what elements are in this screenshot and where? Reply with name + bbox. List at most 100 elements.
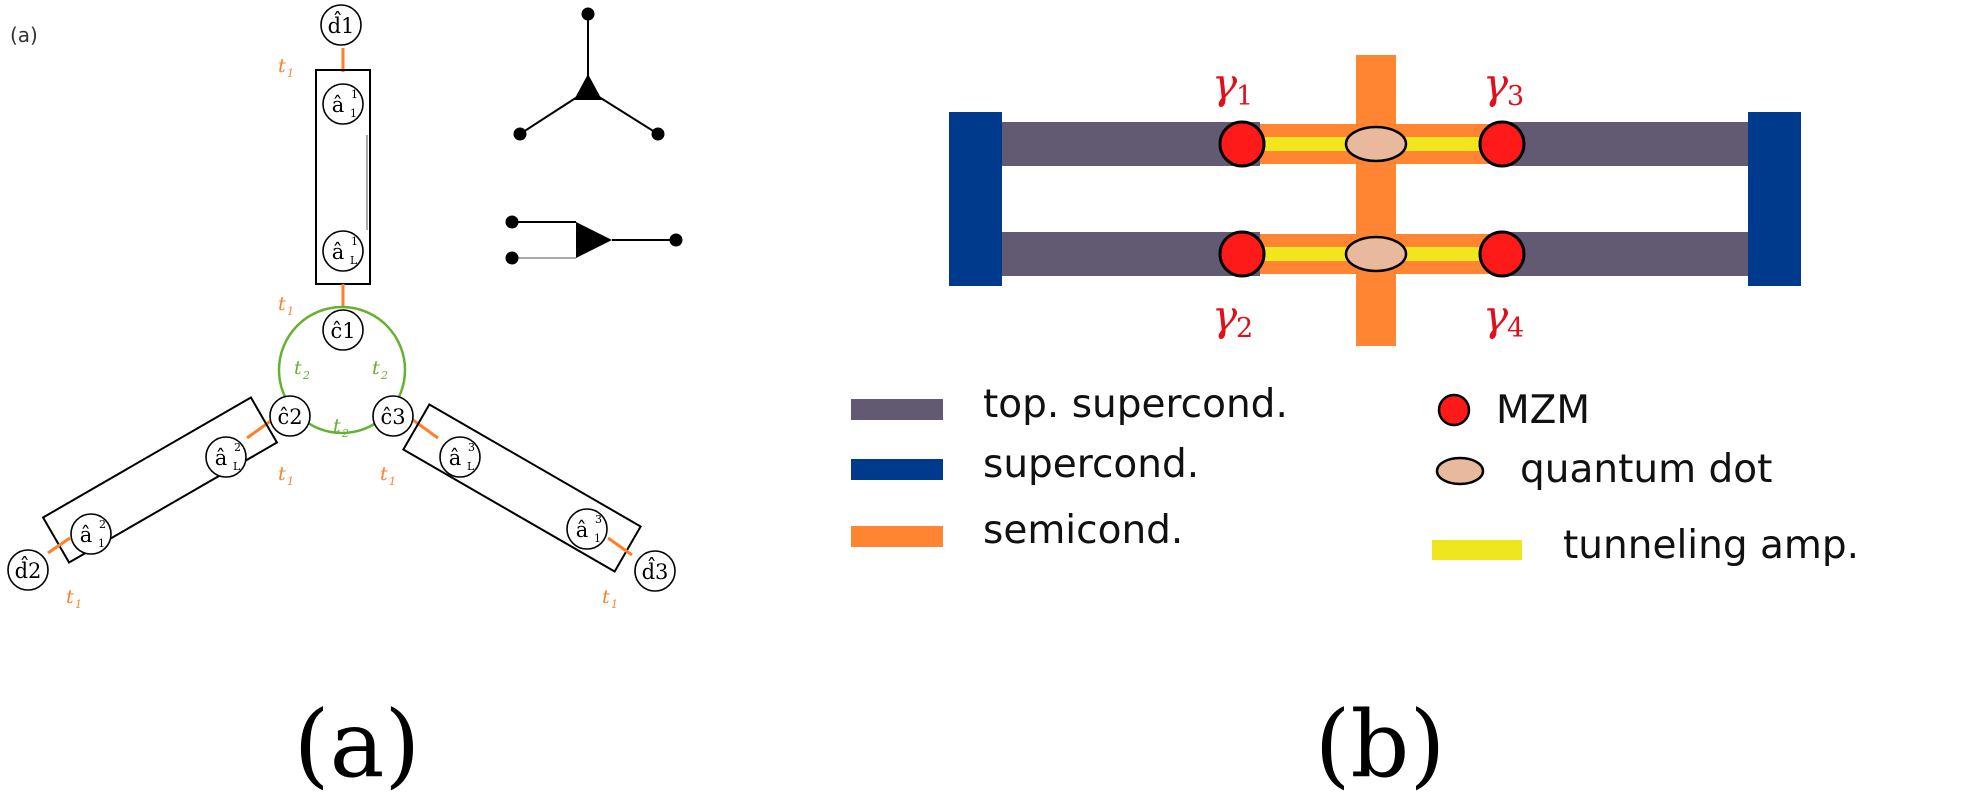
svg-text:1: 1	[75, 598, 82, 611]
top-supercond-wire-1-left	[1000, 122, 1260, 166]
svg-text:L: L	[233, 460, 241, 473]
svg-text:2: 2	[234, 441, 241, 454]
top-supercond-wire-1-right	[1500, 122, 1752, 166]
svg-text:2: 2	[99, 518, 106, 531]
svg-text:t: t	[278, 293, 286, 315]
node-c1: ĉ1	[322, 309, 364, 351]
svg-text:MZM: MZM	[1496, 388, 1590, 433]
svg-text:1: 1	[611, 598, 618, 611]
svg-text:d̂2: d̂2	[15, 556, 42, 583]
svg-text:â: â	[332, 93, 345, 117]
svg-text:3: 3	[1507, 81, 1524, 112]
node-c3: ĉ3	[372, 395, 414, 437]
mzm-gamma1	[1218, 120, 1266, 168]
node-a1-left: â 2 1	[70, 513, 112, 555]
node-aL-top: â 1 L	[322, 230, 364, 272]
node-d3: d̂3	[634, 550, 676, 592]
mzm-gamma4	[1478, 230, 1526, 278]
svg-text:ĉ3: ĉ3	[380, 405, 405, 429]
svg-text:γ: γ	[1212, 59, 1238, 108]
svg-text:1: 1	[351, 88, 358, 101]
svg-text:semicond.: semicond.	[983, 508, 1183, 553]
svg-text:L: L	[350, 254, 358, 267]
caption-a: (a)	[294, 691, 421, 794]
legend-item-mzm: MZM	[1437, 388, 1590, 433]
svg-text:d̂1: d̂1	[328, 11, 355, 38]
svg-text:1: 1	[287, 475, 294, 488]
svg-text:tunneling amp.: tunneling amp.	[1563, 523, 1859, 568]
label-gamma4: γ4	[1483, 291, 1524, 344]
svg-text:2: 2	[1236, 313, 1253, 344]
legend: top. supercond. supercond. semicond. MZM…	[851, 382, 1859, 568]
node-c2: ĉ2	[269, 395, 311, 437]
quantum-dot-2	[1344, 235, 1408, 273]
svg-text:d̂3: d̂3	[642, 557, 669, 584]
svg-text:1: 1	[594, 532, 601, 545]
svg-text:supercond.: supercond.	[983, 442, 1199, 487]
legend-item-quantum-dot: quantum dot	[1435, 447, 1772, 492]
svg-text:â: â	[80, 523, 93, 547]
svg-text:γ: γ	[1483, 291, 1509, 340]
svg-text:γ: γ	[1483, 59, 1509, 108]
chain-box-left	[41, 396, 279, 564]
svg-text:â: â	[576, 518, 589, 542]
svg-text:3: 3	[468, 441, 475, 454]
svg-text:2: 2	[380, 369, 388, 382]
quantum-dot-1	[1344, 125, 1408, 163]
svg-text:1: 1	[287, 67, 294, 80]
node-a1-top: â 1 1	[322, 83, 364, 125]
svg-text:t: t	[372, 357, 380, 379]
svg-text:t: t	[380, 463, 388, 485]
svg-text:t: t	[294, 357, 302, 379]
label-gamma1: γ1	[1212, 59, 1253, 112]
mzm-gamma2	[1218, 230, 1266, 278]
top-supercond-wire-2-left	[1000, 232, 1260, 276]
svg-text:top. supercond.: top. supercond.	[983, 382, 1288, 427]
svg-text:t: t	[278, 463, 286, 485]
mzm-gamma3	[1478, 120, 1526, 168]
svg-text:1: 1	[389, 475, 396, 488]
svg-text:â: â	[215, 446, 228, 470]
svg-text:γ: γ	[1212, 291, 1238, 340]
svg-text:t: t	[333, 415, 341, 437]
svg-text:â: â	[332, 240, 345, 264]
merge-arrow-icon	[505, 215, 683, 265]
svg-text:t: t	[602, 586, 610, 608]
legend-item-semicond: semicond.	[851, 508, 1183, 553]
node-aL-left: â 2 L	[205, 436, 247, 478]
node-d2: d̂2	[7, 549, 49, 591]
svg-text:1: 1	[351, 235, 358, 248]
bond-t1-left-outer	[47, 536, 71, 555]
svg-text:3: 3	[595, 513, 602, 526]
node-d1: d̂1	[320, 4, 362, 46]
legend-item-top-supercond: top. supercond.	[851, 382, 1288, 427]
panel-b: γ1 γ3 γ2 γ4 top. supercond. supercond. s…	[851, 55, 1859, 794]
svg-text:1: 1	[350, 107, 357, 120]
semicond-vertical-bar	[1356, 55, 1396, 346]
chain-box-right	[401, 403, 643, 573]
svg-text:1: 1	[1236, 81, 1253, 112]
svg-text:2: 2	[302, 369, 310, 382]
ring-t2	[277, 305, 407, 435]
svg-text:1: 1	[98, 537, 105, 550]
svg-text:ĉ2: ĉ2	[277, 405, 302, 429]
y-junction-icon	[513, 7, 665, 141]
svg-text:â: â	[449, 446, 462, 470]
svg-text:4: 4	[1507, 313, 1524, 344]
svg-text:quantum dot: quantum dot	[1520, 447, 1772, 492]
node-a1-right: â 3 1	[566, 508, 608, 550]
supercond-lead-right	[1748, 112, 1801, 286]
svg-text:ĉ1: ĉ1	[330, 319, 355, 343]
bond-t1-right-outer	[607, 536, 633, 557]
svg-text:t: t	[66, 586, 74, 608]
svg-text:t: t	[278, 55, 286, 77]
caption-b: (b)	[1315, 691, 1446, 794]
svg-text:L: L	[467, 460, 475, 473]
